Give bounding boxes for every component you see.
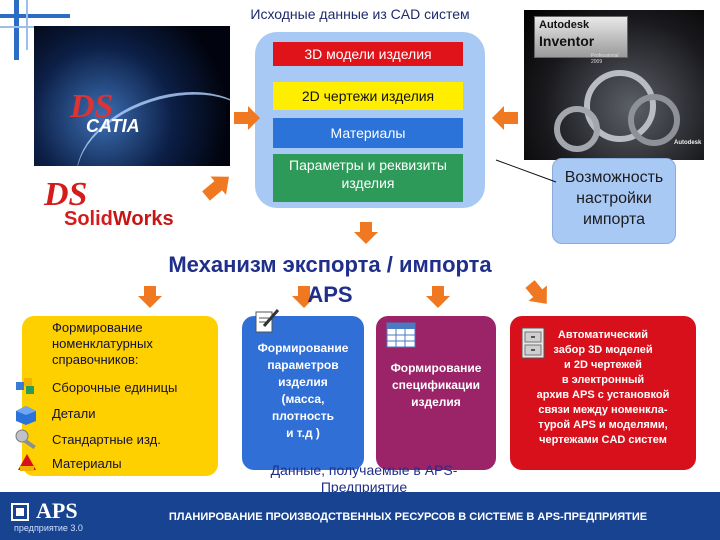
import-settings-line-1: Возможность — [564, 169, 664, 186]
parameters-text: Формирование параметров изделия (масса, … — [242, 340, 364, 442]
solidworks-works: Works — [112, 208, 174, 230]
mechanism-title-line-1: Механизм экспорта / импорта — [168, 252, 492, 277]
page-title: Исходные данные из CAD систем — [250, 6, 470, 22]
specification-line: изделия — [411, 395, 461, 409]
footer-bar — [0, 492, 720, 540]
archive-line: архив APS с установкой — [536, 389, 670, 401]
catia-logo-text: CATIA — [86, 116, 140, 136]
parameters-card: Формирование параметров изделия (масса, … — [242, 309, 364, 470]
footer-text: ПЛАНИРОВАНИЕ ПРОИЗВОДСТВЕННЫХ РЕСУРСОВ В… — [168, 511, 648, 523]
corner-decoration-horizontal-thin — [0, 26, 60, 28]
data-received-caption: Данные, получаемые в APS- Предприятие — [234, 462, 494, 496]
archive-card: Автоматический забор 3D моделей и 2D чер… — [510, 316, 696, 470]
list-item-parts: Детали — [52, 406, 96, 421]
material-icon — [18, 454, 36, 471]
parameters-line: изделия — [278, 375, 328, 389]
archive-line: и 2D чертежей — [564, 359, 642, 371]
item-2d-drawings: 2D чертежи изделия — [273, 82, 463, 110]
arrow-icon — [202, 176, 229, 201]
import-settings-box: Возможность настройки импорта — [552, 158, 676, 244]
mechanism-title: Механизм экспорта / импорта APS — [110, 250, 550, 310]
arrow-icon — [354, 222, 378, 244]
nomenclature-heading-line: справочников: — [52, 352, 139, 367]
solidworks-ds-logo: DS — [44, 176, 88, 213]
list-item-assembly: Сборочные единицы — [52, 380, 178, 395]
inventor-logo-box: Autodesk Inventor Professional 2009 — [534, 16, 628, 65]
archive-line: турой APS и моделями, — [538, 419, 668, 431]
catia-ds-logo: DS — [70, 88, 114, 125]
inventor-brand: Autodesk — [539, 19, 590, 31]
assembly-icon — [16, 378, 34, 394]
nomenclature-heading-line: Формирование — [52, 320, 143, 335]
specification-line: спецификации — [391, 378, 481, 392]
gear-icon — [628, 94, 680, 146]
import-settings-line-3: импорта — [582, 211, 646, 228]
connector-line — [495, 159, 557, 183]
parameters-line: (масса, — [281, 392, 325, 406]
aps-logo-mark-icon — [11, 503, 29, 521]
mechanism-title-line-2: APS — [307, 282, 353, 307]
item-materials: Материалы — [273, 118, 463, 148]
corner-decoration-horizontal — [0, 14, 70, 18]
standard-part-icon — [15, 429, 36, 450]
inventor-edition: Professional 2009 — [591, 53, 619, 65]
document-edit-icon — [255, 309, 280, 333]
inventor-badge: Autodesk — [674, 140, 702, 146]
corner-decoration-vertical — [14, 0, 19, 60]
specification-card: Формирование спецификации изделия — [376, 316, 496, 470]
archive-text: Автоматический забор 3D моделей и 2D чер… — [510, 328, 696, 448]
specification-line: Формирование — [390, 361, 482, 375]
item-3d-models: 3D модели изделия — [273, 42, 463, 66]
list-item-materials: Материалы — [52, 456, 122, 471]
import-settings-line-2: настройки — [576, 190, 652, 207]
nomenclature-heading: Формирование номенклатурных справочников… — [52, 320, 212, 368]
item-parameters: Параметры и реквизиты изделия — [273, 154, 463, 202]
nomenclature-heading-line: номенклатурных — [52, 336, 153, 351]
caption-line: Данные, получаемые в APS- — [270, 462, 458, 478]
cad-source-data-panel: 3D модели изделия 2D чертежи изделия Мат… — [255, 32, 485, 208]
caption-line: Предприятие — [320, 479, 408, 495]
inventor-image: Autodesk Inventor Professional 2009 Auto… — [524, 10, 704, 160]
catia-image: DS CATIA — [34, 26, 230, 166]
solidworks-logo-text: SolidWorks — [64, 208, 174, 231]
archive-cabinet-icon — [521, 327, 545, 359]
inventor-product: Inventor — [539, 33, 595, 49]
aps-logo-text: APS — [36, 498, 78, 523]
table-icon — [386, 322, 416, 348]
part-icon — [16, 406, 36, 425]
archive-line: связи между номенкла- — [538, 404, 668, 416]
gear-icon — [554, 106, 600, 152]
parameters-line: плотность — [272, 409, 334, 423]
arrow-icon — [492, 106, 518, 130]
archive-line: чертежами CAD систем — [539, 434, 667, 446]
parameters-line: и т.д ) — [286, 426, 320, 440]
corner-decoration-vertical-thin — [26, 0, 28, 50]
nomenclature-card: Формирование номенклатурных справочников… — [15, 316, 218, 476]
aps-logo: APS предприятие 3.0 — [10, 498, 108, 534]
archive-line: в электронный — [561, 374, 645, 386]
archive-line: Автоматический — [557, 329, 649, 341]
archive-line: забор 3D моделей — [553, 344, 653, 356]
specification-text: Формирование спецификации изделия — [376, 360, 496, 411]
parameters-line: Формирование — [257, 341, 349, 355]
aps-logo-subtitle: предприятие 3.0 — [14, 523, 83, 533]
parameters-line: параметров — [267, 358, 339, 372]
list-item-standard: Стандартные изд. — [52, 432, 161, 447]
solidworks-solid: Solid — [64, 208, 113, 230]
